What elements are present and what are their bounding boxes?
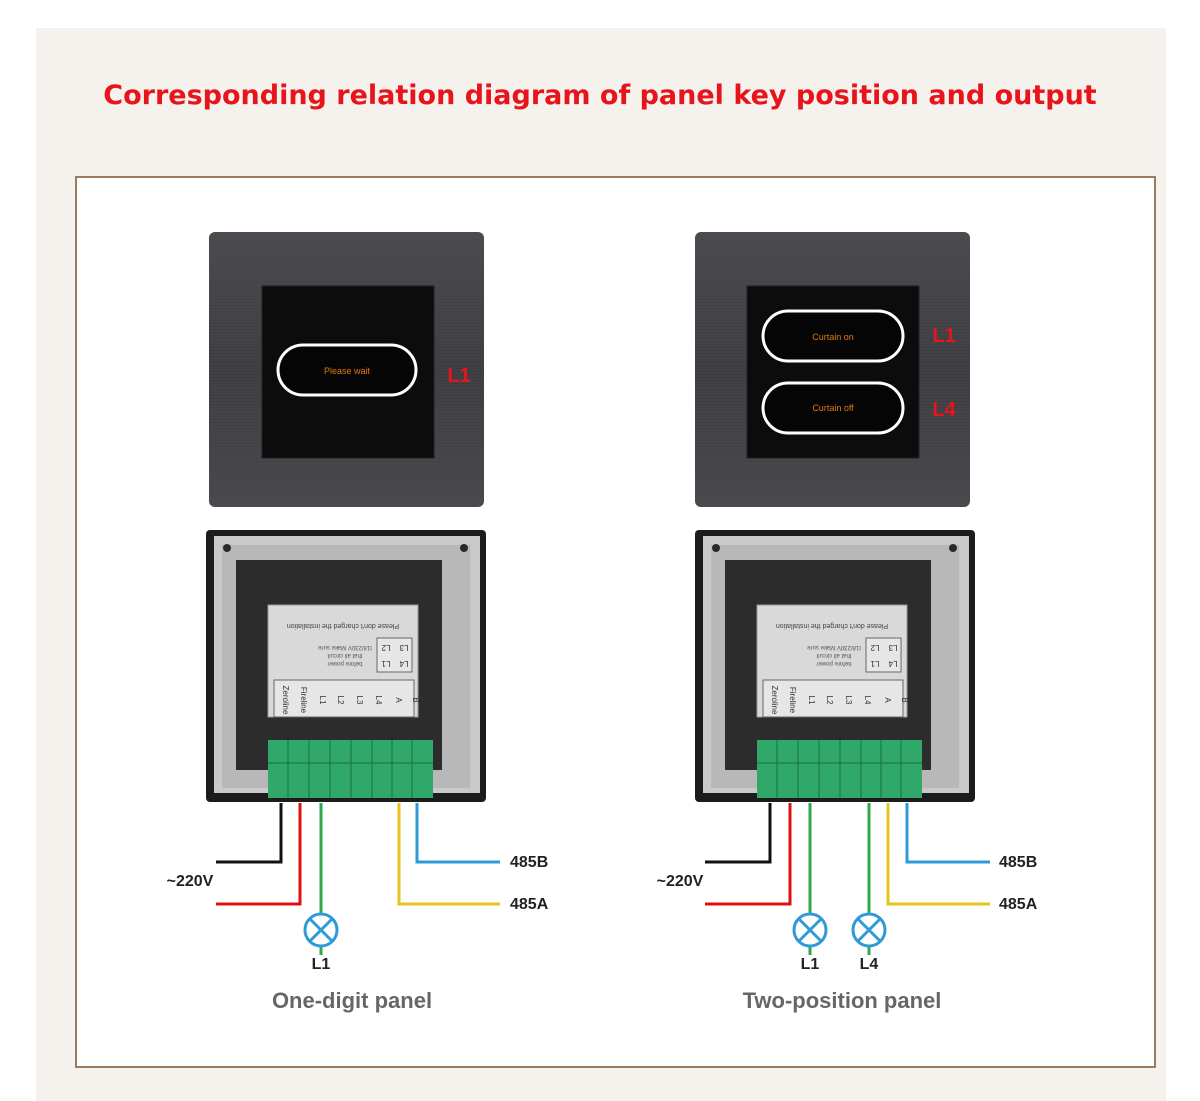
left-key-1-output: L1 [447, 365, 470, 387]
right-terminal-fireline: Fireline [788, 687, 797, 714]
left-terminal-l2: L2 [336, 696, 345, 705]
right-back-notice: Please don't charged the installation [776, 622, 888, 629]
right-back-warning-1: I18/230V Make sure [806, 644, 860, 650]
left-back-warning-3: before power [327, 660, 362, 666]
left-grid-l3: L3 [399, 643, 408, 652]
right-terminal-l3: L3 [844, 696, 853, 705]
right-panel-caption: Two-position panel [743, 988, 942, 1013]
left-wiring [216, 803, 500, 955]
right-terminal-a: A [883, 697, 892, 703]
right-key-2-output: L4 [932, 399, 956, 421]
left-485a-label: 485A [510, 896, 549, 913]
left-grid-l1: L1 [381, 659, 390, 668]
left-key-1-outline [276, 343, 418, 397]
right-485b-label: 485B [999, 854, 1037, 871]
left-485b-label: 485B [510, 854, 548, 871]
right-grid-l2: L2 [870, 643, 879, 652]
right-key-1-output: L1 [932, 325, 955, 347]
left-back-notice: Please don't charged the installation [287, 622, 399, 629]
right-lamp-label-l1: L1 [801, 956, 820, 973]
right-485a-label: 485A [999, 896, 1038, 913]
right-grid-l4: L4 [888, 659, 897, 668]
right-wiring [705, 803, 990, 955]
right-lamp-l1 [792, 912, 828, 948]
right-terminal-b: B [900, 697, 909, 702]
right-back-module: Please don't charged the installation I1… [695, 530, 975, 802]
right-terminal-l2: L2 [825, 696, 834, 705]
right-lamp-l4 [851, 912, 887, 948]
right-front-panel: Curtain on Curtain off L1 L4 [695, 232, 970, 507]
right-grid-l1: L1 [870, 659, 879, 668]
right-grid-l3: L3 [888, 643, 897, 652]
left-terminal-b: B [411, 697, 420, 702]
left-grid-l2: L2 [381, 643, 390, 652]
left-panel-caption: One-digit panel [272, 988, 432, 1013]
left-grid-l4: L4 [399, 659, 408, 668]
left-terminal-a: A [394, 697, 403, 703]
left-terminal-l1: L1 [318, 696, 327, 705]
right-lamp-label-l4: L4 [860, 956, 879, 973]
right-terminal-l4: L4 [863, 696, 872, 705]
left-back-warning-2: that all circuit [327, 652, 362, 658]
right-key-2-text: Curtain off [812, 403, 854, 413]
right-key-2-outline [761, 381, 905, 435]
left-front-panel: Please wait L1 [209, 232, 484, 507]
right-power-label: ~220V [657, 873, 704, 890]
right-key-1-outline [761, 309, 905, 363]
right-back-warning-2: that all circuit [816, 652, 851, 658]
left-power-label: ~220V [167, 873, 214, 890]
right-terminal-zeroline: Zeroline [770, 686, 779, 715]
left-terminal-fireline: Fireline [299, 687, 308, 714]
left-terminal-l3: L3 [355, 696, 364, 705]
left-lamp-l1 [303, 912, 339, 948]
left-back-warning-1: I18/230V Make sure [317, 644, 371, 650]
left-back-module: Please don't charged the installation I1… [206, 530, 486, 802]
right-terminal-l1: L1 [807, 696, 816, 705]
left-terminal-zeroline: Zeroline [281, 686, 290, 715]
left-terminal-l4: L4 [374, 696, 383, 705]
left-key-1-text: Please wait [324, 366, 371, 376]
page-title: Corresponding relation diagram of panel … [103, 80, 1097, 111]
left-lamp-label: L1 [312, 956, 331, 973]
right-back-warning-3: before power [816, 660, 851, 666]
right-key-1-text: Curtain on [812, 332, 854, 342]
